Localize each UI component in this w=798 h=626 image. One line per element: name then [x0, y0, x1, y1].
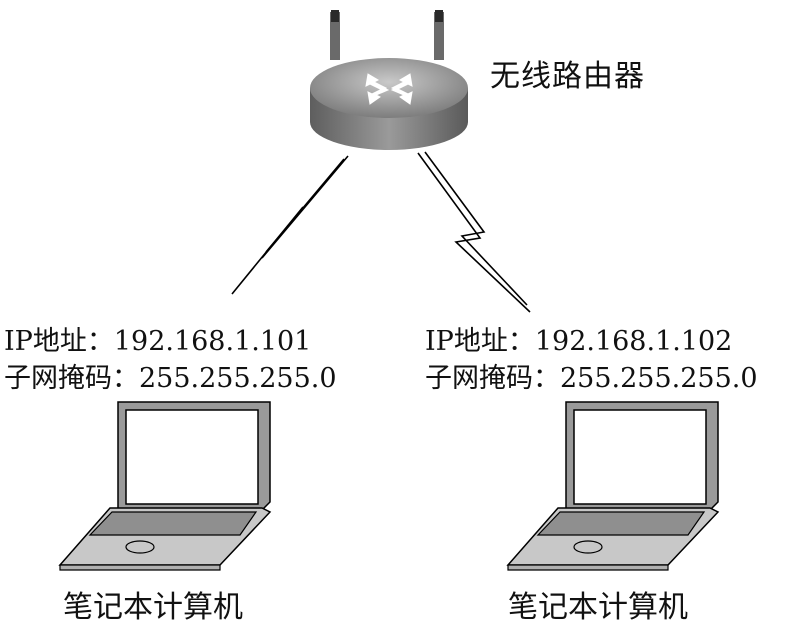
lightning-link-icon	[231, 155, 349, 295]
laptop-caption-right: 笔记本计算机	[508, 590, 688, 625]
lightning-link-icon	[417, 151, 531, 313]
subnet-mask-text: 子网掩码：255.255.255.0	[4, 363, 337, 394]
laptop-icon	[506, 401, 720, 571]
device-info-left: IP地址：192.168.1.101 子网掩码：255.255.255.0	[4, 323, 337, 397]
subnet-mask-text: 子网掩码：255.255.255.0	[425, 363, 758, 394]
router-label: 无线路由器	[490, 59, 645, 94]
ip-address-text: IP地址：192.168.1.102	[425, 326, 733, 357]
laptop-icon	[58, 401, 272, 571]
wireless-router-icon	[310, 10, 468, 150]
ip-address-text: IP地址：192.168.1.101	[4, 326, 312, 357]
device-info-right: IP地址：192.168.1.102 子网掩码：255.255.255.0	[425, 323, 758, 397]
laptop-caption-left: 笔记本计算机	[63, 590, 243, 625]
